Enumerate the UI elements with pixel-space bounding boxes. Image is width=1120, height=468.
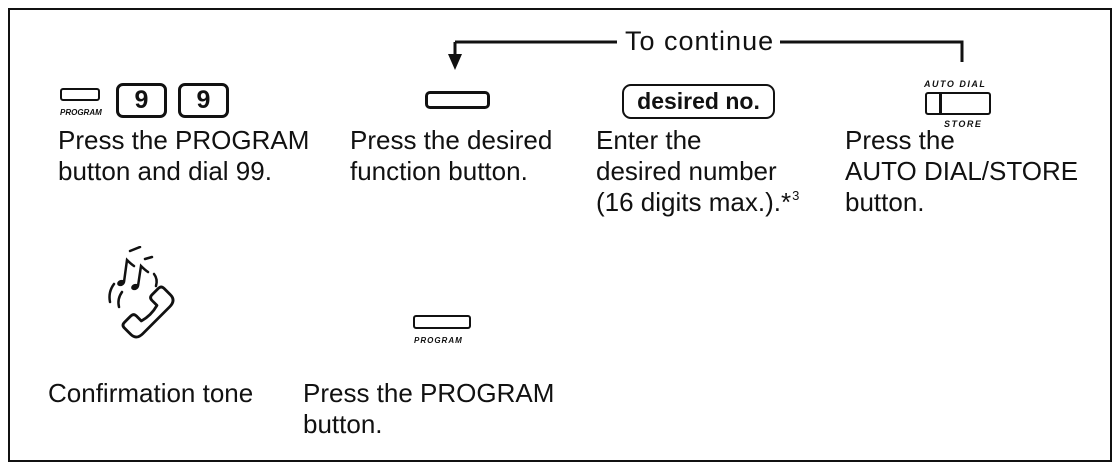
program-button-shape (413, 315, 471, 329)
program-button-icon: PROGRAM (413, 315, 473, 349)
instruction-line: button and dial 99. (58, 156, 272, 186)
instruction-line: Press the desired (350, 125, 553, 155)
instruction-line: function button. (350, 156, 528, 186)
footnote-ref: 3 (792, 188, 800, 203)
program-button-label: PROGRAM (60, 108, 102, 117)
instruction-line: Press the (845, 125, 955, 155)
step-instruction: Press the AUTO DIAL/STORE button. (845, 125, 1078, 218)
instruction-line: Press the PROGRAM (58, 125, 310, 155)
sound-waves (108, 246, 158, 309)
auto-dial-label: AUTO DIAL (924, 79, 987, 89)
continue-arrow (448, 40, 964, 70)
instruction-line: desired number (596, 156, 777, 186)
instruction-line: Confirmation tone (48, 378, 254, 408)
program-button-icon: PROGRAM (60, 88, 106, 120)
step-instruction: Confirmation tone (48, 378, 253, 409)
instruction-line: Press the PROGRAM (303, 378, 555, 408)
music-notes (122, 257, 150, 288)
step-instruction: Press the PROGRAM button and dial 99. (58, 125, 309, 187)
arrow-down-icon (448, 54, 462, 70)
function-button-icon (425, 91, 490, 109)
diagram-frame (8, 8, 1112, 462)
instruction-line: AUTO DIAL/STORE (845, 156, 1079, 186)
music-note-heads (117, 279, 139, 291)
step-instruction: Enter the desired number (16 digits max.… (596, 125, 799, 218)
instruction-line: button. (845, 187, 925, 217)
continue-label: To continue (617, 24, 781, 58)
instruction-line-text: (16 digits max.).* (596, 187, 792, 217)
desired-number-key: desired no. (622, 84, 775, 119)
handset-receiver (121, 285, 175, 339)
dial-key-9: 9 (116, 83, 167, 118)
store-label: STORE (944, 119, 983, 129)
auto-dial-store-button-icon (925, 92, 991, 115)
instruction-line: Enter the (596, 125, 702, 155)
step-instruction: Press the PROGRAM button. (303, 378, 554, 440)
handset-with-tone-icon (108, 246, 175, 339)
step-instruction: Press the desired function button. (350, 125, 552, 187)
button-divider (939, 94, 942, 113)
dial-key-9: 9 (178, 83, 229, 118)
instruction-line: (16 digits max.).*3 (596, 187, 799, 218)
instruction-line: button. (303, 409, 383, 439)
program-button-shape (60, 88, 100, 101)
program-button-label: PROGRAM (414, 336, 463, 345)
